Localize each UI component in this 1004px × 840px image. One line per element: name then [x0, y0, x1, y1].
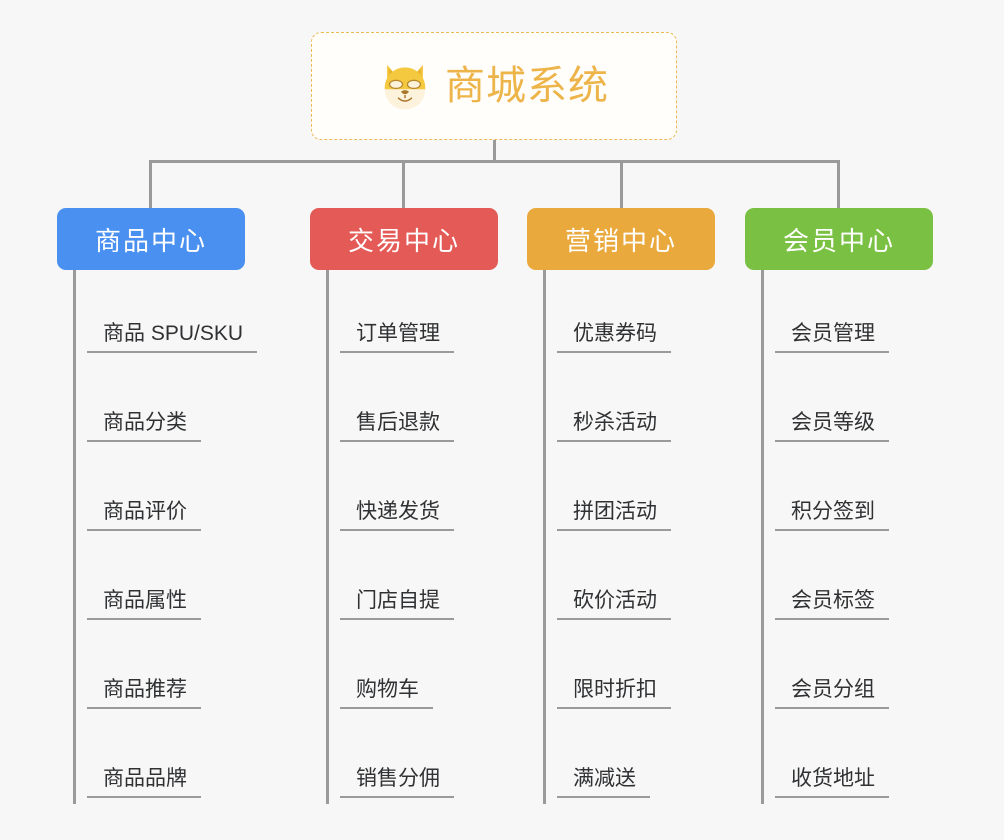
tree-item[interactable]: 商品 SPU/SKU	[73, 270, 258, 359]
tree-item[interactable]: 商品分类	[73, 359, 245, 448]
tree-item-label: 限时折扣	[557, 678, 671, 709]
tree-item-label: 会员等级	[775, 411, 889, 442]
tree-item[interactable]: 会员标签	[761, 537, 933, 626]
connector-spine	[543, 270, 546, 804]
tree-item[interactable]: 快递发货	[326, 448, 498, 537]
tree-item[interactable]: 拼团活动	[543, 448, 715, 537]
tree-item[interactable]: 会员分组	[761, 626, 933, 715]
tree-item-label: 快递发货	[340, 500, 454, 531]
connector-drop-1	[149, 160, 152, 208]
tree-item[interactable]: 商品评价	[73, 448, 245, 537]
tree-item-label: 会员标签	[775, 589, 889, 620]
tree-item[interactable]: 购物车	[326, 626, 498, 715]
tree-item-label: 砍价活动	[557, 589, 671, 620]
connector-horizontal-bus	[149, 160, 840, 163]
tree-item[interactable]: 订单管理	[326, 270, 498, 359]
tree-item[interactable]: 商品品牌	[73, 715, 245, 804]
tree-item-label: 商品品牌	[87, 767, 201, 798]
connector-root-stem	[493, 140, 496, 162]
tree-item-label: 满减送	[557, 767, 650, 798]
tree-item[interactable]: 积分签到	[761, 448, 933, 537]
category-header-label: 营销中心	[564, 225, 677, 256]
tree-item[interactable]: 满减送	[543, 715, 715, 804]
connector-drop-2	[402, 160, 405, 208]
tree-item[interactable]: 销售分佣	[326, 715, 498, 804]
branch-column: 交易中心订单管理售后退款快递发货门店自提购物车销售分佣	[310, 208, 498, 804]
tree-item-label: 商品属性	[87, 589, 201, 620]
tree-item[interactable]: 优惠券码	[543, 270, 715, 359]
tree-item[interactable]: 收货地址	[761, 715, 933, 804]
category-items: 优惠券码秒杀活动拼团活动砍价活动限时折扣满减送	[543, 270, 715, 804]
tree-item-label: 销售分佣	[340, 767, 454, 798]
tree-item-label: 商品 SPU/SKU	[87, 322, 258, 353]
tree-item[interactable]: 砍价活动	[543, 537, 715, 626]
tree-item-label: 会员管理	[775, 322, 889, 353]
tree-item-label: 购物车	[340, 678, 433, 709]
category-header-label: 商品中心	[94, 225, 207, 256]
tree-item[interactable]: 商品推荐	[73, 626, 245, 715]
tree-item-label: 门店自提	[340, 589, 454, 620]
tree-item-label: 商品推荐	[87, 678, 201, 709]
connector-spine	[73, 270, 76, 804]
connector-drop-3	[620, 160, 623, 208]
root-node[interactable]: 商城系统	[311, 32, 677, 140]
tree-item-label: 商品评价	[87, 500, 201, 531]
tree-item-label: 会员分组	[775, 678, 889, 709]
branch-column: 营销中心优惠券码秒杀活动拼团活动砍价活动限时折扣满减送	[527, 208, 715, 804]
tree-item[interactable]: 门店自提	[326, 537, 498, 626]
tree-item-label: 优惠券码	[557, 322, 671, 353]
connector-spine	[326, 270, 329, 804]
category-items: 商品 SPU/SKU 商品分类商品评价商品属性商品推荐商品品牌	[73, 270, 258, 804]
tree-item[interactable]: 会员等级	[761, 359, 933, 448]
branch-column: 商品中心商品 SPU/SKU 商品分类商品评价商品属性商品推荐商品品牌	[57, 208, 258, 804]
category-header-product-center[interactable]: 商品中心	[57, 208, 245, 270]
root-title: 商城系统	[445, 64, 609, 108]
tree-item[interactable]: 商品属性	[73, 537, 245, 626]
category-header-marketing-center[interactable]: 营销中心	[527, 208, 715, 270]
tree-item-label: 售后退款	[340, 411, 454, 442]
branch-column: 会员中心会员管理会员等级积分签到会员标签会员分组收货地址	[745, 208, 933, 804]
tree-item[interactable]: 售后退款	[326, 359, 498, 448]
category-header-label: 交易中心	[347, 225, 460, 256]
tree-item[interactable]: 会员管理	[761, 270, 933, 359]
dog-face-icon	[379, 60, 431, 112]
category-header-label: 会员中心	[782, 225, 895, 256]
tree-item-label: 拼团活动	[557, 500, 671, 531]
tree-item-label: 积分签到	[775, 500, 889, 531]
tree-item[interactable]: 秒杀活动	[543, 359, 715, 448]
category-header-member-center[interactable]: 会员中心	[745, 208, 933, 270]
connector-drop-4	[837, 160, 840, 208]
tree-item[interactable]: 限时折扣	[543, 626, 715, 715]
category-items: 订单管理售后退款快递发货门店自提购物车销售分佣	[326, 270, 498, 804]
category-items: 会员管理会员等级积分签到会员标签会员分组收货地址	[761, 270, 933, 804]
connector-spine	[761, 270, 764, 804]
tree-item-label: 收货地址	[775, 767, 889, 798]
tree-item-label: 商品分类	[87, 411, 201, 442]
tree-item-label: 订单管理	[340, 322, 454, 353]
tree-item-label: 秒杀活动	[557, 411, 671, 442]
category-header-trade-center[interactable]: 交易中心	[310, 208, 498, 270]
